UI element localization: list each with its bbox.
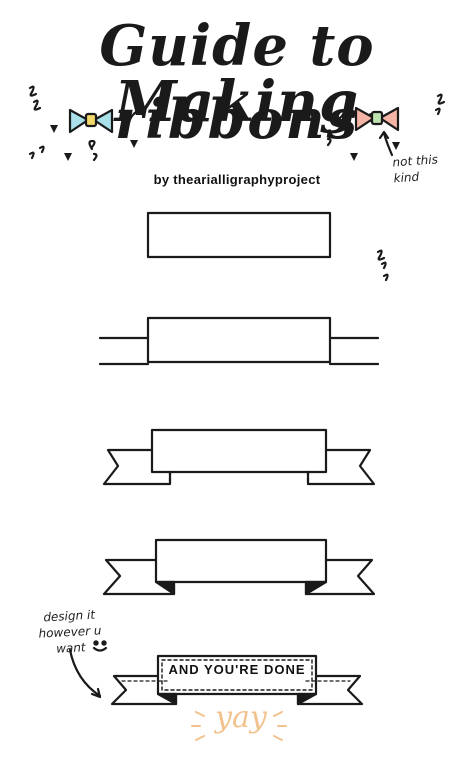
decorative-triangles <box>50 122 400 161</box>
sparkles-icon <box>191 711 287 741</box>
final-ribbon-text: AND YOU'RE DONE <box>168 662 306 677</box>
smiley-icon <box>92 640 108 652</box>
bow-tie-blue-icon <box>68 108 114 134</box>
page-title-line-1: Guide to Making <box>99 13 375 135</box>
step-5-finished-ribbon <box>110 654 364 706</box>
bow-tie-pink-icon <box>354 106 400 132</box>
yay-text: yay <box>215 700 267 735</box>
decorative-doodles <box>28 85 446 282</box>
page-title-line-2: ribbons <box>114 87 360 151</box>
step-3-ribbon <box>102 428 376 486</box>
step-4-ribbon <box>102 538 376 596</box>
step-1-ribbon-rect <box>146 211 332 259</box>
design-arrow-icon <box>68 648 102 698</box>
step-2-ribbon <box>98 316 380 366</box>
byline: by thearialligraphyproject <box>153 172 321 187</box>
